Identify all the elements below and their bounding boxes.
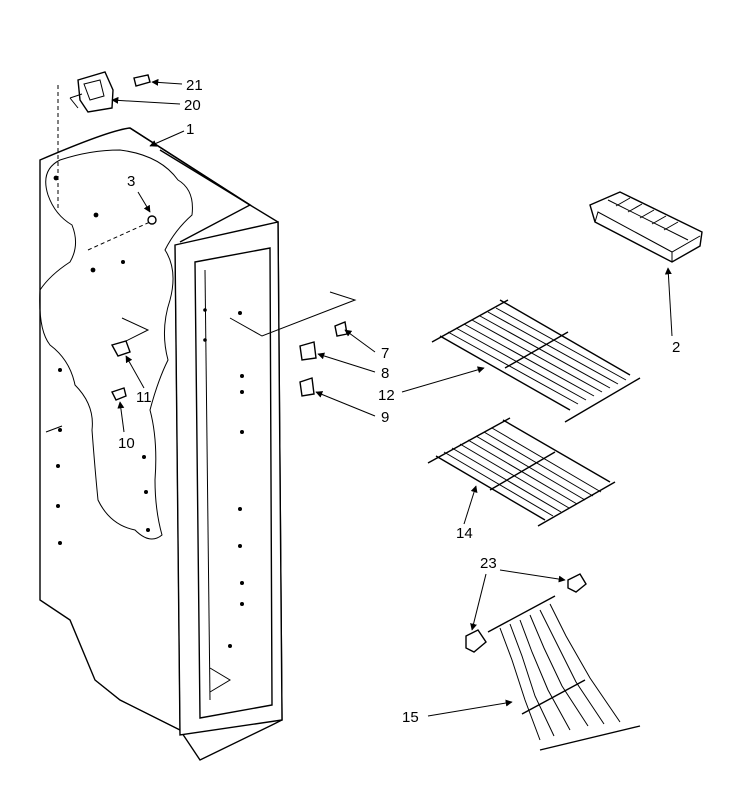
part-23-end-cap-left xyxy=(465,629,487,653)
leader-lines xyxy=(111,78,673,717)
label-21: 21 xyxy=(186,77,203,94)
part-8-clip xyxy=(299,341,317,361)
part-3-screw xyxy=(147,215,157,225)
label-14: 14 xyxy=(456,525,473,542)
label-15: 15 xyxy=(402,709,419,726)
label-23: 23 xyxy=(480,555,497,572)
part-10-screw xyxy=(111,387,127,401)
part-21-screw xyxy=(133,74,151,87)
part-20-bracket xyxy=(69,71,114,113)
label-20: 20 xyxy=(184,97,201,114)
part-14-shelf xyxy=(427,417,616,527)
label-12: 12 xyxy=(378,387,395,404)
label-11: 11 xyxy=(136,389,152,406)
part-2-ice-tray xyxy=(589,191,703,263)
label-1: 1 xyxy=(186,121,194,138)
label-9: 9 xyxy=(381,409,389,426)
part-12-shelf xyxy=(431,299,641,423)
label-7: 7 xyxy=(381,345,389,362)
part-15-rack xyxy=(487,595,641,751)
part-11-clip xyxy=(110,340,131,357)
label-8: 8 xyxy=(381,365,389,382)
label-2: 2 xyxy=(672,339,680,356)
part-9-clip xyxy=(299,377,315,397)
part-23-end-cap-right xyxy=(567,573,587,593)
part-7-clip xyxy=(334,321,348,337)
label-10: 10 xyxy=(118,435,135,452)
freezer-liner xyxy=(39,85,357,761)
label-3: 3 xyxy=(127,173,135,190)
